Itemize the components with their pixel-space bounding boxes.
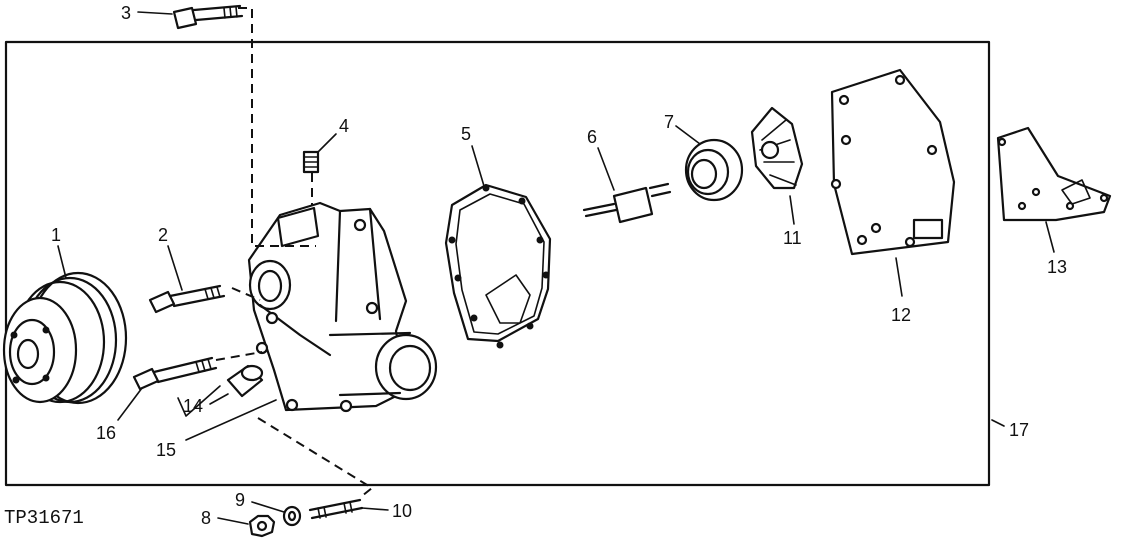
callout-4: 4 xyxy=(339,116,349,136)
plug-part-14 xyxy=(226,364,264,398)
alignment-line xyxy=(215,351,263,361)
alignment-line xyxy=(231,287,261,301)
bolt-part-3 xyxy=(172,4,244,30)
bracket-part-13 xyxy=(996,126,1112,222)
callout-14: 14 xyxy=(183,396,203,416)
callout-7: 7 xyxy=(664,112,674,132)
callout-5: 5 xyxy=(461,124,471,144)
callout-6: 6 xyxy=(587,127,597,147)
callout-16: 16 xyxy=(96,423,116,443)
callout-8: 8 xyxy=(201,508,211,528)
leader-lines xyxy=(57,11,1055,525)
callout-13: 13 xyxy=(1047,257,1067,277)
callout-15: 15 xyxy=(156,440,176,460)
callout-11: 11 xyxy=(783,228,802,248)
gasket-part-5 xyxy=(444,183,552,349)
bolt-part-16 xyxy=(132,356,218,391)
impeller-part-11 xyxy=(750,106,804,190)
callout-1: 1 xyxy=(51,225,61,245)
callout-17: 17 xyxy=(1009,420,1029,440)
plate-part-12 xyxy=(830,68,956,256)
pulley-part xyxy=(2,271,128,405)
alignment-line xyxy=(238,7,316,247)
bolt-part-2 xyxy=(148,284,226,314)
stud-part-10 xyxy=(308,498,364,520)
callout-9: 9 xyxy=(235,490,245,510)
water-pump-housing xyxy=(247,201,438,413)
assembly-frame xyxy=(4,40,991,487)
alignment-line xyxy=(257,417,374,497)
callout-2: 2 xyxy=(158,225,168,245)
fitting-part-4 xyxy=(302,150,320,174)
washer-part-9 xyxy=(282,505,302,527)
callout-3: 3 xyxy=(121,3,131,23)
shaft-part-6 xyxy=(582,182,672,224)
seal-part-7 xyxy=(684,138,744,202)
callout-10: 10 xyxy=(392,501,412,521)
nut-part-8 xyxy=(248,514,276,538)
callout-12: 12 xyxy=(891,305,911,325)
figure-id: TP31671 xyxy=(4,507,84,529)
